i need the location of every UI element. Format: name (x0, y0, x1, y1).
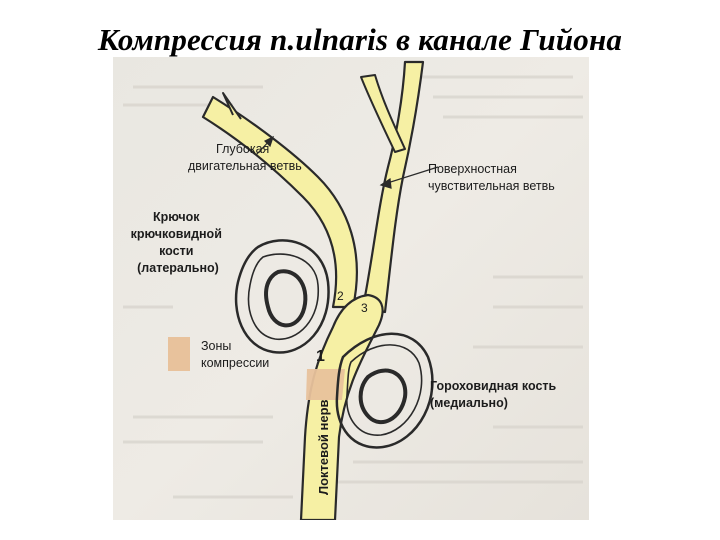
deep-branch-label: Глубокая двигательная ветвь (188, 142, 302, 173)
diagram-figure: Глубокая двигательная ветвь Поверхностна… (113, 57, 589, 520)
superficial-branch-twig (360, 74, 406, 153)
slide-title: Компрессия n.ulnaris в канале Гийона (97, 22, 623, 57)
deep-branch-twig (222, 92, 242, 120)
ulnar-tunnel-diagram: Глубокая двигательная ветвь Поверхностна… (113, 57, 589, 520)
zone-1-number: 1 (316, 348, 325, 365)
zone-3-number: 3 (361, 301, 368, 315)
compression-zones-label: Зоны компрессии (201, 339, 269, 370)
superficial-branch-label: Поверхностная чувствительная ветвь (428, 162, 555, 193)
bleed-through-texture (123, 75, 583, 499)
compression-zone-swatch (168, 337, 190, 371)
hamate-hook-label: Крючок крючковидной кости (латерально) (131, 210, 226, 275)
zone-2-number: 2 (337, 289, 344, 303)
pisiform-label: Гороховидная кость (медиально) (430, 379, 560, 410)
superficial-sensory-branch (361, 60, 425, 314)
deep-motor-branch (201, 95, 358, 309)
compression-zone-1 (306, 369, 345, 400)
pisiform-bone (335, 332, 434, 449)
ulnar-nerve-trunk (299, 293, 384, 520)
leader-lines (255, 135, 439, 189)
ulnar-nerve-label: Локтевой нерв (316, 399, 331, 495)
hamate-hook-bone (234, 239, 330, 354)
